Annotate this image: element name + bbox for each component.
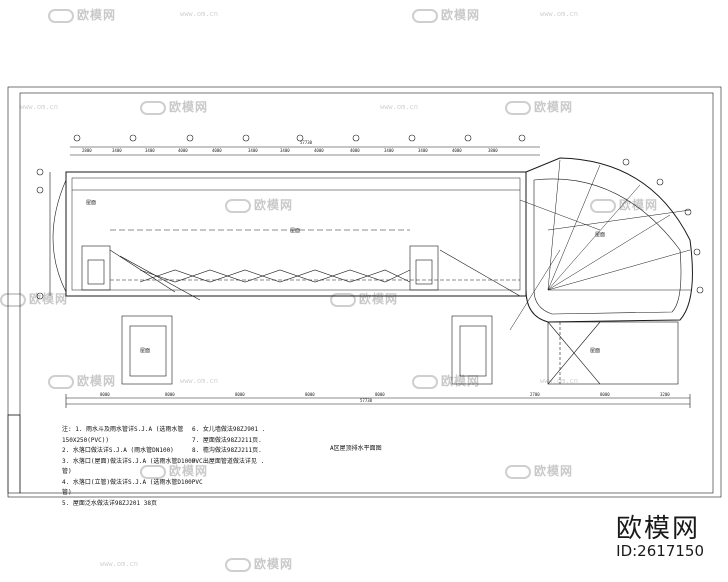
svg-text:4000: 4000 (452, 148, 462, 153)
svg-text:4000: 4000 (350, 148, 360, 153)
drainage-notes-right: 6. 女儿墙做法98ZJ901 . 7. 屋面做法98ZJ211页. 8. 檐沟… (192, 425, 312, 467)
watermark-text: 欧模网 (619, 198, 659, 212)
watermark-logo-icon (412, 374, 438, 389)
watermark-text: 欧模网 (29, 292, 69, 306)
svg-text:3400: 3400 (384, 148, 394, 153)
svg-text:2700: 2700 (530, 392, 540, 397)
lower-block-left (121, 315, 173, 385)
svg-text:8000: 8000 (100, 392, 110, 397)
svg-text:3400: 3400 (112, 148, 122, 153)
svg-text:4000: 4000 (212, 148, 222, 153)
watermark-logo-icon (48, 8, 74, 23)
svg-text:8000: 8000 (165, 392, 175, 397)
note-item: 4. 水落口(立管)做法详S.J.A (选雨水管D100PVC管) (62, 478, 203, 497)
watermark-text: 欧模网 (169, 464, 209, 478)
watermark-url: www.om.cn (380, 103, 418, 111)
grid-axis-marks (73, 134, 526, 142)
svg-text:8000: 8000 (375, 392, 385, 397)
svg-text:8000: 8000 (305, 392, 315, 397)
note-item: 7. 屋面做法98ZJ211页. (192, 436, 262, 444)
note-item: 注: 1. 雨水斗及雨水管详S.J.A (选雨水管150X250(PVC)) (62, 426, 184, 444)
note-item: 8. 檐沟做法98ZJ211页. (192, 447, 262, 454)
watermark-logo-icon (140, 464, 166, 479)
watermark-logo-icon (505, 100, 531, 115)
watermark-logo-icon (225, 198, 251, 213)
watermark-url: www.om.cn (100, 560, 138, 568)
watermark-text: 欧模网 (254, 198, 294, 212)
watermark-text: 欧模网 (169, 100, 209, 114)
watermark-logo-icon (225, 557, 251, 572)
note-item: 9. 出屋面管道做法详见 . (192, 457, 265, 465)
watermark-logo-icon (140, 100, 166, 115)
note-item: 2. 水落口做法详S.J.A (雨水管DN100) (62, 447, 174, 454)
watermark-url: www.om.cn (540, 10, 578, 18)
brand-id: ID:2617150 (616, 542, 704, 560)
svg-text:3400: 3400 (418, 148, 428, 153)
roof-outline (65, 171, 527, 297)
watermark-text: 欧模网 (77, 8, 117, 22)
svg-text:屋面: 屋面 (595, 232, 605, 238)
watermark-text: 欧模网 (441, 374, 481, 388)
title-strip (7, 414, 21, 494)
svg-text:3800: 3800 (488, 148, 498, 153)
watermark-text: 欧模网 (254, 557, 294, 571)
svg-text:8000: 8000 (235, 392, 245, 397)
watermark-text: 欧模网 (534, 100, 574, 114)
drainage-notes-left: 注: 1. 雨水斗及雨水管详S.J.A (选雨水管150X250(PVC)) 2… (62, 425, 212, 509)
watermark-logo-icon (330, 292, 356, 307)
watermark-text: 欧模网 (77, 374, 117, 388)
watermark-logo-icon (590, 198, 616, 213)
watermark-logo-icon (505, 464, 531, 479)
lower-wing (547, 321, 679, 385)
svg-text:57730: 57730 (300, 140, 313, 145)
svg-text:3400: 3400 (248, 148, 258, 153)
top-dimensions: 2800 3400 3400 4000 4000 3400 3400 4000 … (82, 140, 498, 153)
svg-text:屋面: 屋面 (290, 228, 300, 234)
svg-text:4000: 4000 (178, 148, 188, 153)
brand-logo: 欧模网 (615, 514, 700, 544)
svg-text:2800: 2800 (82, 148, 92, 153)
svg-text:8000: 8000 (600, 392, 610, 397)
note-item: 5. 屋面泛水做法详98ZJ201 38页 (62, 499, 157, 507)
svg-text:3200: 3200 (660, 392, 670, 397)
sheet-border (7, 86, 722, 498)
svg-text:4000: 4000 (314, 148, 324, 153)
note-item: 6. 女儿墙做法98ZJ901 . (192, 426, 266, 433)
svg-text:57730: 57730 (360, 398, 373, 403)
watermark-text: 欧模网 (441, 8, 481, 22)
drawing-title: A区屋顶排水平面图 (330, 445, 382, 452)
bottom-dimensions: 8000 8000 8000 8000 8000 2700 8000 3200 … (100, 392, 670, 403)
svg-text:3400: 3400 (145, 148, 155, 153)
radial-grid (509, 159, 692, 331)
watermark-url: www.om.cn (180, 10, 218, 18)
watermark-text: 欧模网 (534, 464, 574, 478)
note-item: 3. 水落口(屋面)做法详S.J.A (选雨水管D100PVC管) (62, 457, 203, 476)
lower-block-right (451, 315, 493, 385)
svg-text:3400: 3400 (280, 148, 290, 153)
watermark-logo-icon (0, 292, 26, 307)
watermark-url: www.om.cn (20, 103, 58, 111)
curved-wing (525, 157, 693, 323)
watermark-logo-icon (412, 8, 438, 23)
svg-text:屋面: 屋面 (140, 348, 150, 354)
watermark-url: www.om.cn (540, 377, 578, 385)
watermark-logo-icon (48, 374, 74, 389)
drawing-frame (19, 92, 714, 494)
room-labels: 屋面 屋面 屋面 屋面 屋面 (86, 200, 605, 354)
svg-text:屋面: 屋面 (590, 348, 600, 354)
watermark-url: www.om.cn (180, 377, 218, 385)
svg-text:屋面: 屋面 (86, 200, 96, 206)
